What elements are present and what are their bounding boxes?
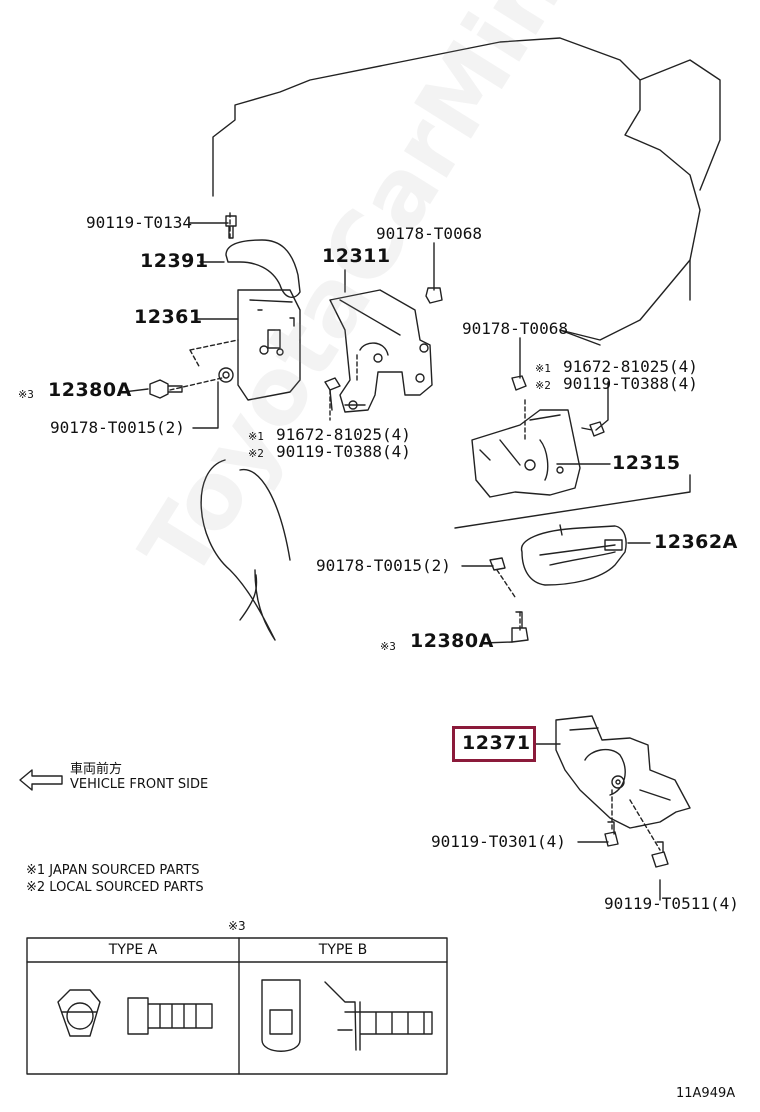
part-90178-T0068-top[interactable]: 90178-T0068 xyxy=(376,224,482,243)
part-12380A-bottom[interactable]: 12380A xyxy=(410,630,494,652)
mark-2-left: ※2 xyxy=(248,447,264,460)
mark-3-top: ※3 xyxy=(18,388,34,401)
part-91672-81025-right[interactable]: 91672-81025(4) xyxy=(563,357,698,376)
part-12391[interactable]: 12391 xyxy=(140,250,209,272)
part-12380A-top[interactable]: 12380A xyxy=(48,379,132,401)
mark-1-left: ※1 xyxy=(248,430,264,443)
part-90178-T0068-right[interactable]: 90178-T0068 xyxy=(462,319,568,338)
mark-2-right: ※2 xyxy=(535,379,551,392)
direction-label-en: VEHICLE FRONT SIDE xyxy=(70,777,209,792)
fastener-type-table xyxy=(26,937,448,1075)
front-arrow-icon xyxy=(19,769,63,791)
part-12361[interactable]: 12361 xyxy=(134,306,203,328)
table-heading-type-a: TYPE A xyxy=(108,942,158,958)
note-japan-sourced: ※1 JAPAN SOURCED PARTS xyxy=(26,863,200,878)
note-local-sourced: ※2 LOCAL SOURCED PARTS xyxy=(26,880,204,895)
mark-1-right: ※1 xyxy=(535,362,551,375)
part-12362A[interactable]: 12362A xyxy=(654,531,738,553)
engine-outline xyxy=(212,37,721,341)
part-12315[interactable]: 12315 xyxy=(612,452,681,474)
part-90119-T0301[interactable]: 90119-T0301(4) xyxy=(431,832,566,851)
part-90119-T0388-left[interactable]: 90119-T0388(4) xyxy=(276,442,411,461)
part-90178-T0015-mid[interactable]: 90178-T0015(2) xyxy=(316,556,451,575)
part-90119-T0511[interactable]: 90119-T0511(4) xyxy=(604,894,739,913)
table-heading-type-b: TYPE B xyxy=(318,942,368,958)
table-mark-3: ※3 xyxy=(228,919,246,933)
direction-label-jp: 車両前方 xyxy=(70,762,123,777)
part-90119-T0388-right[interactable]: 90119-T0388(4) xyxy=(563,374,698,393)
mark-3-bottom: ※3 xyxy=(380,640,396,653)
part-90119-T0134[interactable]: 90119-T0134 xyxy=(86,213,192,232)
part-12371[interactable]: 12371 xyxy=(462,732,531,754)
part-12311[interactable]: 12311 xyxy=(322,245,391,267)
transmission-outline xyxy=(200,459,291,641)
figure-id: 11A949A xyxy=(676,1086,736,1101)
part-91672-81025-left[interactable]: 91672-81025(4) xyxy=(276,425,411,444)
part-90178-T0015-top[interactable]: 90178-T0015(2) xyxy=(50,418,185,437)
highlight-box-12371 xyxy=(452,726,536,762)
